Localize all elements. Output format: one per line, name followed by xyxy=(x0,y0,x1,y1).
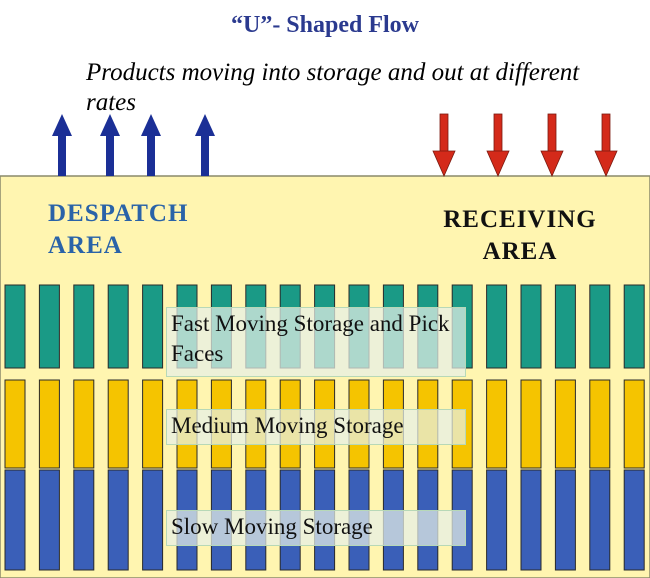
rack-slow-5 xyxy=(142,469,164,571)
rack-medium-15 xyxy=(486,379,508,469)
rack-fast-5 xyxy=(142,284,164,369)
despatch-arrow-2 xyxy=(100,114,120,176)
receiving-arrow-4 xyxy=(594,113,618,177)
rack-medium-1 xyxy=(4,379,26,469)
despatch-arrow-4 xyxy=(195,114,215,176)
rack-medium-5 xyxy=(142,379,164,469)
diagram-title: “U”- Shaped Flow xyxy=(230,12,420,38)
despatch-arrow-1 xyxy=(52,114,72,176)
despatch-line-1: DESPATCH xyxy=(48,200,189,227)
despatch-line-2: AREA xyxy=(48,232,123,259)
rack-fast-4 xyxy=(107,284,129,369)
rack-fast-1 xyxy=(4,284,26,369)
receiving-arrows xyxy=(432,113,618,177)
receiving-line-2: AREA xyxy=(482,238,558,265)
rack-fast-16 xyxy=(520,284,542,369)
despatch-arrow-3 xyxy=(141,114,161,176)
rack-slow-16 xyxy=(520,469,542,571)
rack-slow-18 xyxy=(589,469,611,571)
rack-slow-2 xyxy=(38,469,60,571)
rack-slow-3 xyxy=(73,469,95,571)
receiving-area-label: RECEIVING AREA xyxy=(420,204,620,268)
rack-medium-2 xyxy=(38,379,60,469)
rack-medium-4 xyxy=(107,379,129,469)
receiving-line-1: RECEIVING xyxy=(443,206,597,233)
receiving-arrow-1 xyxy=(432,113,456,177)
slow-moving-zone-label: Slow Moving Storage xyxy=(166,510,466,546)
rack-slow-15 xyxy=(486,469,508,571)
rack-fast-3 xyxy=(73,284,95,369)
receiving-arrow-2 xyxy=(486,113,510,177)
fast-moving-zone-label: Fast Moving Storage and Pick Faces xyxy=(166,307,466,377)
rack-fast-19 xyxy=(623,284,645,369)
rack-medium-3 xyxy=(73,379,95,469)
rack-medium-19 xyxy=(623,379,645,469)
despatch-arrows xyxy=(52,114,215,176)
receiving-arrow-3 xyxy=(540,113,564,177)
diagram-subtitle: Products moving into storage and out at … xyxy=(86,59,580,116)
rack-slow-19 xyxy=(623,469,645,571)
despatch-area-label: DESPATCH AREA xyxy=(48,198,188,262)
medium-moving-zone-label: Medium Moving Storage xyxy=(166,409,466,445)
rack-slow-17 xyxy=(554,469,576,571)
rack-medium-18 xyxy=(589,379,611,469)
rack-medium-16 xyxy=(520,379,542,469)
rack-slow-1 xyxy=(4,469,26,571)
rack-fast-2 xyxy=(38,284,60,369)
rack-fast-17 xyxy=(554,284,576,369)
rack-fast-18 xyxy=(589,284,611,369)
rack-fast-15 xyxy=(486,284,508,369)
rack-medium-17 xyxy=(554,379,576,469)
rack-slow-4 xyxy=(107,469,129,571)
